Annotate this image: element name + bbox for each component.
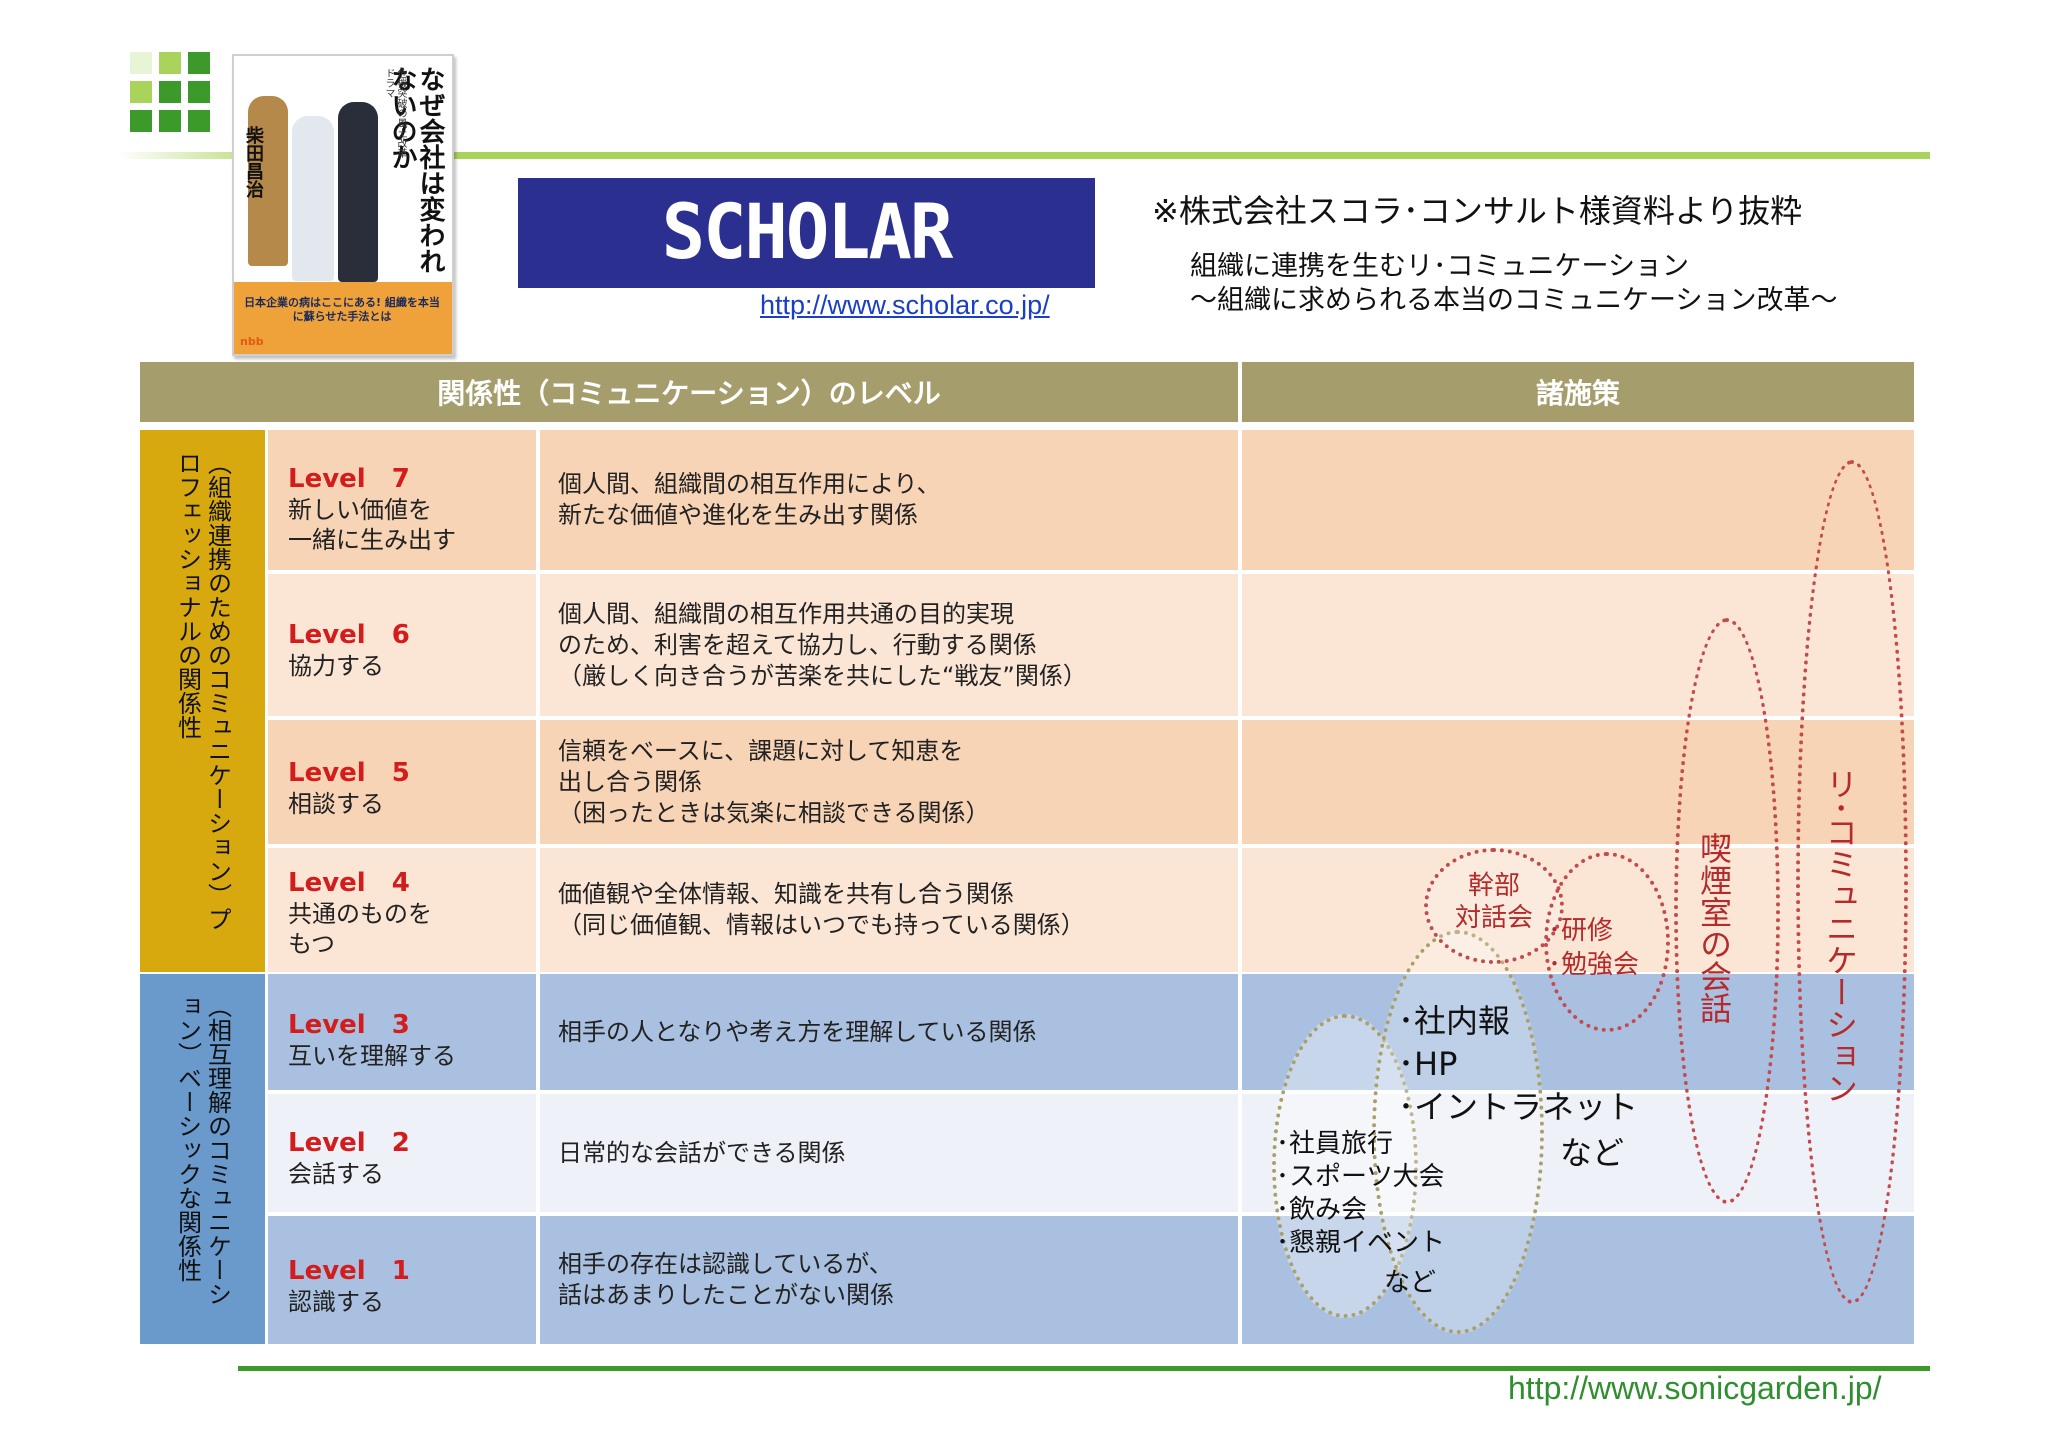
recommunication-ellipse [1796, 460, 1908, 1304]
level-7-name: Level 7 [288, 464, 410, 494]
group-professional-label: （組織連携のためのコミュニケーション）プロフェッショナルの関係性 [173, 451, 232, 931]
events-etc: など [1384, 1268, 1437, 1298]
level-5-label-cell: Level 5 相談する [268, 720, 536, 844]
column-header-measures: 諸施策 [1242, 362, 1914, 422]
internal-media-etc: など [1560, 1134, 1625, 1172]
level-2-label-cell: Level 2 会話する [268, 1094, 536, 1212]
scholar-url-link[interactable]: http://www.scholar.co.jp/ [760, 290, 1050, 320]
level-2-verb: 会話する [288, 1160, 384, 1188]
green-squares-logo [130, 52, 215, 137]
level-2-desc: 日常的な会話ができる関係 [558, 1138, 846, 1167]
level-5-name: Level 5 [288, 758, 410, 788]
book-subtitle: 危機突破の風土改革ドラマ [383, 68, 406, 158]
book-author: 柴田昌治 [243, 126, 264, 198]
level-6-label-cell: Level 6 協力する [268, 574, 536, 716]
level-1-desc-cell: 相手の存在は認識しているが、 話はあまりしたことがない関係 [540, 1216, 1238, 1344]
level-3-desc: 相手の人となりや考え方を理解している関係 [558, 1017, 1037, 1046]
smoking-room-label: 喫煙室の会話 [1695, 832, 1733, 1024]
executive-dialogue-ellipse [1424, 848, 1564, 964]
column-header-levels: 関係性（コミュニケーション）のレベル [140, 362, 1238, 422]
level-3-desc-cell: 相手の人となりや考え方を理解している関係 [540, 974, 1238, 1090]
events-label: ･社員旅行 ･スポーツ大会 ･飲み会 ･懇親イベント [1276, 1129, 1446, 1258]
book-title: なぜ会社は変われないのか [387, 66, 445, 274]
level-5-desc-cell: 信頼をベースに、課題に対して知恵を 出し合う関係 （困ったときは気楽に相談できる… [540, 720, 1238, 844]
level-5-desc: 信頼をベースに、課題に対して知恵を 出し合う関係 （困ったときは気楽に相談できる… [558, 736, 990, 827]
level-6-verb: 協力する [288, 652, 384, 680]
training-label: ･研修 ･勉強会 [1548, 916, 1640, 980]
column-header-measures-label: 諸施策 [1535, 377, 1620, 410]
level-1-verb: 認識する [288, 1288, 384, 1316]
level-7-desc-cell: 個人間、組織間の相互作用により、 新たな価値や進化を生み出す関係 [540, 430, 1238, 570]
level-1-desc: 相手の存在は認識しているが、 話はあまりしたことがない関係 [558, 1250, 894, 1309]
subtitle-line-1: 組織に連携を生むリ･コミュニケーション [1190, 251, 1689, 282]
level-3-verb: 互いを理解する [288, 1042, 456, 1070]
level-7-measure-cell [1242, 430, 1914, 570]
recommunication-label: リ･コミュニケーション [1821, 768, 1859, 1105]
group-basic-label: （相互理解のコミュニケーション）ベーシックな関係性 [173, 994, 232, 1306]
level-2-desc-cell: 日常的な会話ができる関係 [540, 1094, 1238, 1212]
group-professional: （組織連携のためのコミュニケーション）プロフェッショナルの関係性 [140, 430, 265, 972]
book-band-text: 日本企業の病はここにある! 組織を本当に蘇らせた手法とは [244, 296, 440, 323]
footer-url-link[interactable]: http://www.sonicgarden.jp/ [1508, 1370, 1882, 1406]
level-3-label-cell: Level 3 互いを理解する [268, 974, 536, 1090]
level-4-name: Level 4 [288, 868, 410, 898]
level-7-verb: 新しい価値を 一緒に生み出す [288, 496, 456, 554]
source-note: ※株式会社スコラ･コンサルト様資料より抜粋 [1152, 192, 1803, 230]
book-cover: なぜ会社は変われないのか 危機突破の風土改革ドラマ 柴田昌治 日本企業の病はここ… [232, 54, 454, 356]
level-6-desc: 個人間、組織間の相互作用共通の目的実現 のため、利害を超えて協力し、行動する関係… [558, 599, 1087, 690]
level-7-desc: 個人間、組織間の相互作用により、 新たな価値や進化を生み出す関係 [558, 470, 941, 529]
scholar-logo-box [518, 178, 1095, 288]
level-5-verb: 相談する [288, 790, 384, 818]
level-6-desc-cell: 個人間、組織間の相互作用共通の目的実現 のため、利害を超えて協力し、行動する関係… [540, 574, 1238, 716]
level-3-name: Level 3 [288, 1010, 410, 1040]
level-4-desc-cell: 価値観や全体情報、知識を共有し合う関係 （同じ価値観、情報はいつでも持っている関… [540, 848, 1238, 972]
scholar-logo-text: SCHOLAR CONSULT CO. [579, 187, 1036, 369]
subtitle-line-2: ～組織に求められる本当のコミュニケーション改革～ [1190, 285, 1838, 316]
group-basic: （相互理解のコミュニケーション）ベーシックな関係性 [140, 974, 265, 1344]
level-1-name: Level 1 [288, 1256, 410, 1286]
bottom-rule [238, 1366, 1930, 1371]
level-7-label-cell: Level 7 新しい価値を 一緒に生み出す [268, 430, 536, 570]
book-publisher: nbb [240, 335, 264, 348]
level-4-desc: 価値観や全体情報、知識を共有し合う関係 （同じ価値観、情報はいつでも持っている関… [558, 880, 1085, 939]
level-6-name: Level 6 [288, 620, 410, 650]
level-4-verb: 共通のものを もつ [288, 900, 432, 958]
book-band [234, 282, 452, 354]
column-header-levels-label: 関係性（コミュニケーション）のレベル [437, 377, 941, 410]
executive-dialogue-label: 幹部 対話会 [1454, 871, 1533, 933]
level-1-label-cell: Level 1 認識する [268, 1216, 536, 1344]
top-rule [118, 152, 1930, 159]
internal-media-label: ･社内報 ･HP ･イントラネット [1398, 1002, 1639, 1126]
level-4-label-cell: Level 4 共通のものを もつ [268, 848, 536, 972]
smoking-room-ellipse [1674, 618, 1780, 1204]
training-ellipse [1544, 852, 1670, 1032]
level-2-name: Level 2 [288, 1128, 410, 1158]
